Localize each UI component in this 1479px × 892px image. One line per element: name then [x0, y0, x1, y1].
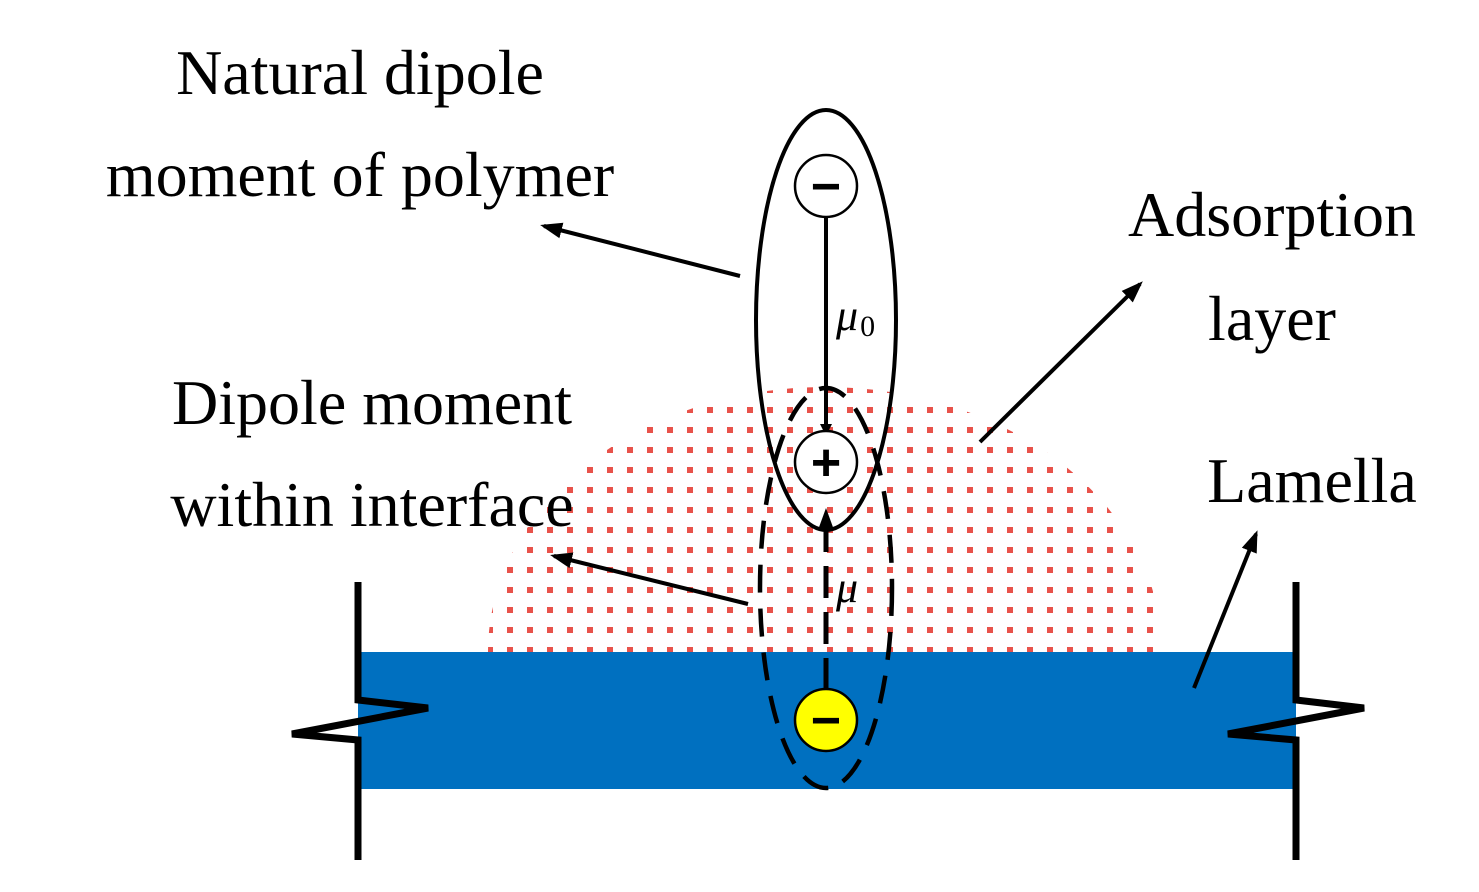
natural-dipole-label-line1: Natural dipole — [176, 37, 544, 108]
adsorption-pointer — [978, 281, 1143, 444]
interface-dipole-pointer — [550, 552, 749, 606]
lamella-pointer — [1192, 530, 1258, 689]
natural-dipole-pointer — [540, 222, 741, 278]
negative-charge-polymer — [793, 153, 859, 219]
negative-charge-lamella — [793, 687, 859, 753]
positive-sign: + — [811, 434, 841, 492]
adsorption-label-line1: Adsorption — [1128, 179, 1416, 250]
negative-sign-lamella: − — [811, 692, 841, 750]
left-break-mark — [291, 582, 429, 860]
negative-sign-polymer: − — [811, 158, 841, 216]
mu0-label: μ0 — [835, 291, 875, 343]
lamella-label: Lamella — [1207, 445, 1417, 516]
right-break-mark — [1227, 582, 1365, 860]
mu-label: μ — [835, 563, 858, 612]
adsorption-label-line2: layer — [1208, 283, 1336, 354]
positive-charge — [793, 429, 859, 495]
interface-dipole-label-line1: Dipole moment — [172, 367, 572, 438]
interface-dipole-label-line2: within interface — [170, 469, 573, 540]
natural-dipole-label-line2: moment of polymer — [106, 139, 614, 210]
